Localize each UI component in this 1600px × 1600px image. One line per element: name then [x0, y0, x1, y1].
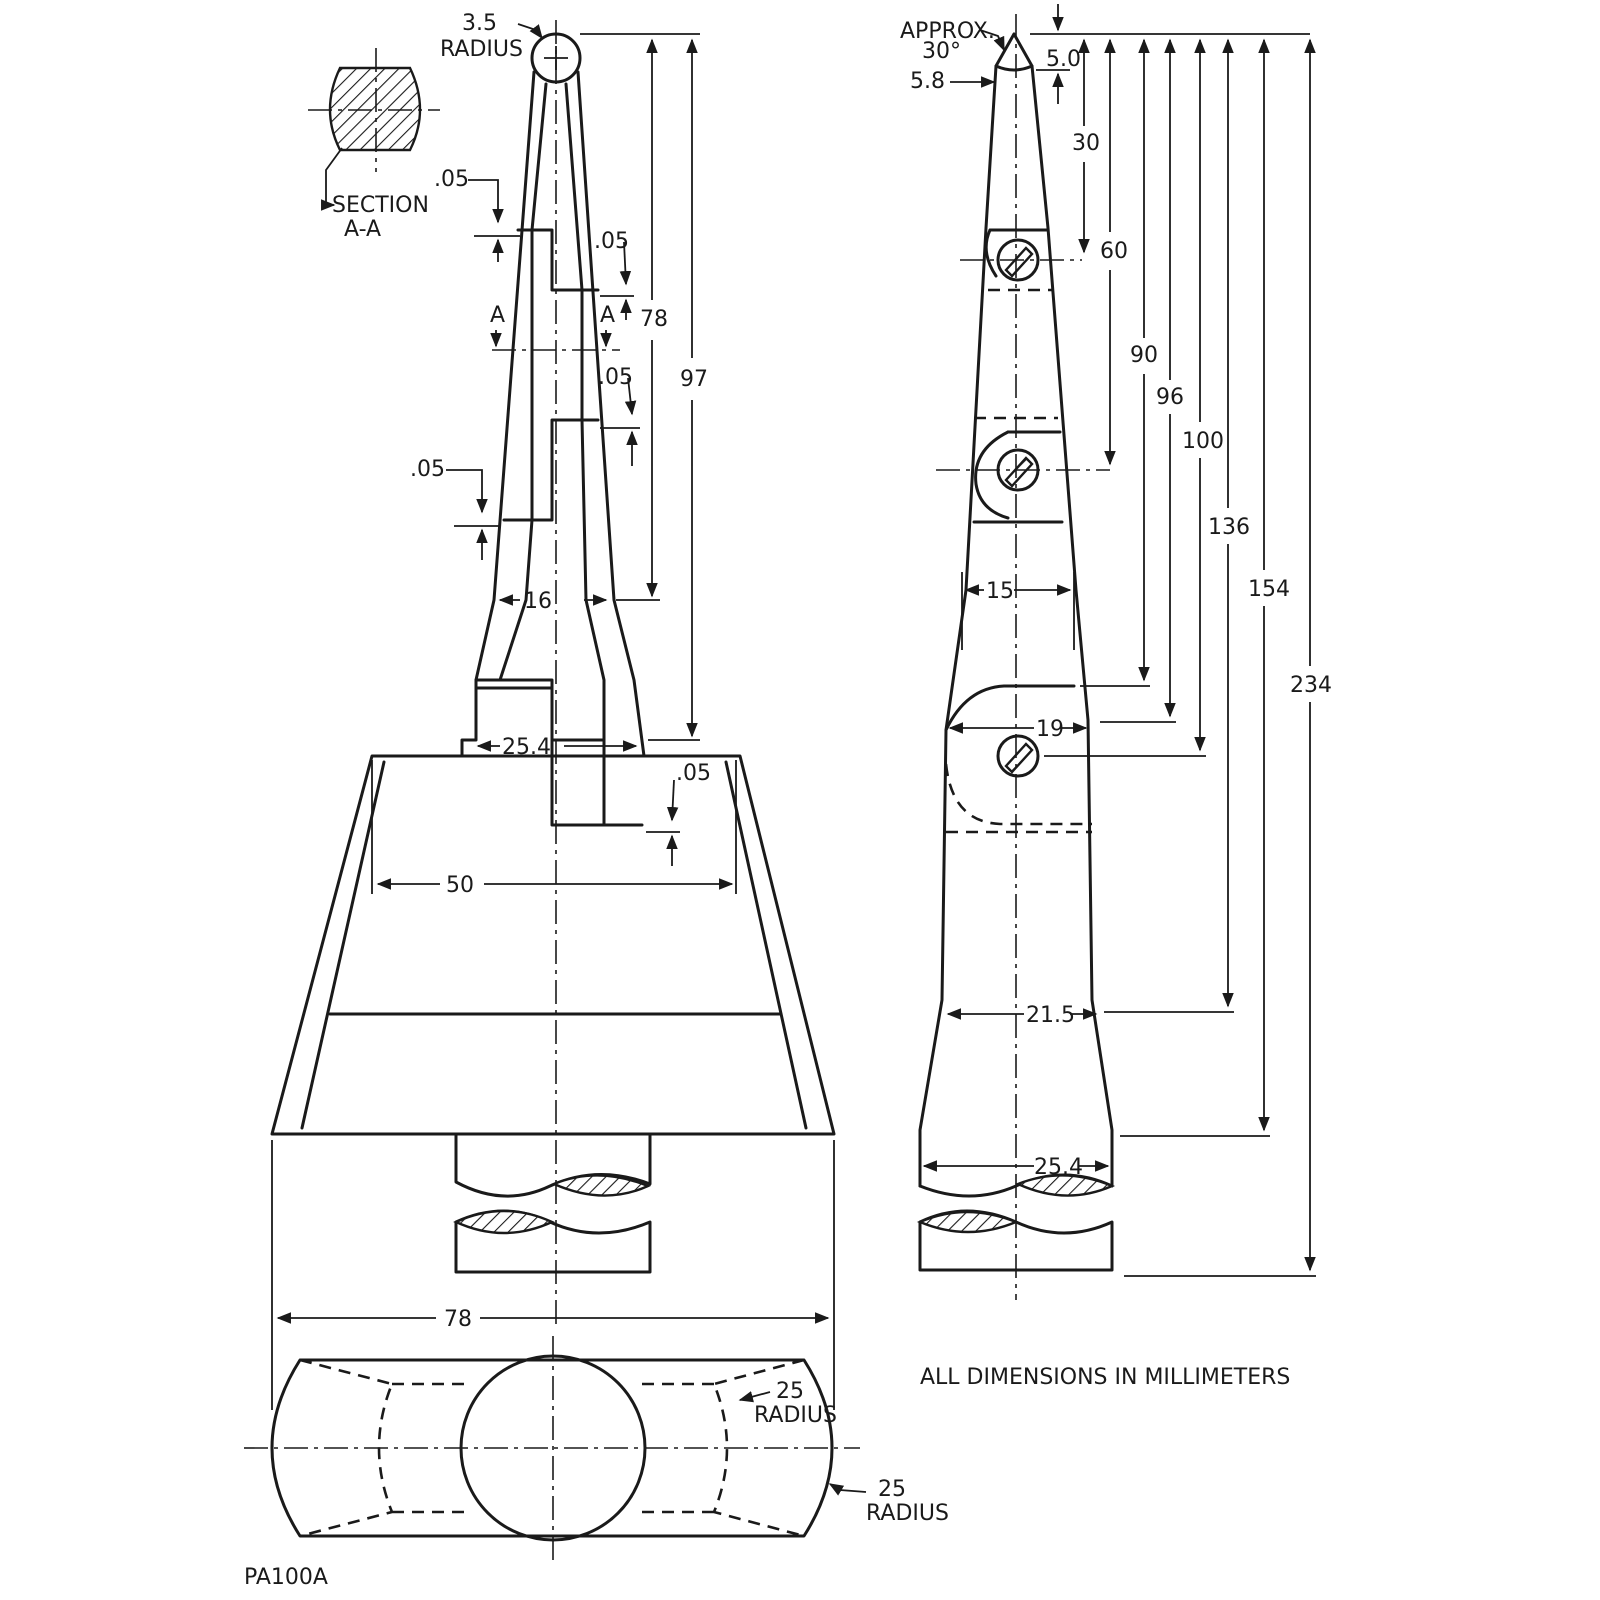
section-leader	[321, 147, 343, 211]
dim-136: 136	[1208, 515, 1250, 540]
stem-inner-right	[564, 82, 606, 827]
part-number: PA100A	[244, 1565, 328, 1590]
pivot-screw-1	[996, 238, 1040, 282]
gap-callout-5: .05	[676, 761, 711, 786]
dim-154: 154	[1248, 577, 1290, 602]
gap-callout-1: .05	[434, 167, 469, 192]
base-inner-left	[300, 760, 386, 1130]
tip-angle-value: 30°	[922, 39, 961, 64]
stem-outline	[460, 70, 646, 758]
inner-radius-value: 25	[776, 1379, 804, 1404]
inner-radius-leader	[738, 1391, 771, 1403]
bottom-outline	[270, 1358, 834, 1538]
tip-radius-value: 3.5	[462, 11, 497, 36]
bottom-hidden-right	[636, 1358, 805, 1538]
front-view: 3.5 RADIUS A A .05 .05 .	[270, 11, 836, 1410]
dim-78: 78	[640, 307, 668, 332]
gap-callout-4: .05	[410, 457, 445, 482]
section-a-a-shape	[328, 66, 422, 152]
section-label-id: A-A	[344, 217, 381, 242]
cut-marker-right: A	[600, 303, 615, 328]
cut-marker-left: A	[490, 303, 505, 328]
dim-60: 60	[1100, 239, 1128, 264]
base-inner-right	[724, 760, 808, 1130]
bottom-view: 25 RADIUS 25 RADIUS PA100A	[244, 1336, 949, 1590]
handle-break-top	[454, 1132, 652, 1198]
inner-radius-word: RADIUS	[754, 1403, 837, 1428]
base-trapezoid	[270, 754, 836, 1136]
side-outline	[918, 32, 1114, 1188]
tip-width: 5.8	[910, 69, 945, 94]
pivot-screw-3	[996, 734, 1040, 778]
tip-angle-label: APPROX.	[900, 19, 995, 44]
stem-step-3	[474, 678, 644, 827]
gap-callout-2: .05	[594, 229, 629, 254]
section-a-a: SECTION A-A	[308, 48, 440, 242]
dim-50: 50	[446, 873, 474, 898]
dim-21-5: 21.5	[1026, 1003, 1075, 1028]
dim-19: 19	[1036, 717, 1064, 742]
dim-96: 96	[1156, 385, 1184, 410]
outer-radius-word: RADIUS	[866, 1501, 949, 1526]
dim-90: 90	[1130, 343, 1158, 368]
stem-step-2	[502, 418, 600, 522]
section-label: SECTION	[332, 193, 429, 218]
dim-16: 16	[524, 589, 552, 614]
dim-97: 97	[680, 367, 708, 392]
dim-30: 30	[1072, 131, 1100, 156]
dim-234: 234	[1290, 673, 1332, 698]
gap-callout-3: .05	[598, 365, 633, 390]
stem-step-1	[516, 228, 600, 292]
tip-radius-leader	[517, 23, 543, 40]
tip-radius-word: RADIUS	[440, 37, 523, 62]
dim-100: 100	[1182, 429, 1224, 454]
dim-25-4-side: 25.4	[1034, 1155, 1083, 1180]
outer-radius-leader	[828, 1483, 867, 1496]
dim-78-bottom: 78	[444, 1307, 472, 1332]
dim-25-4-front: 25.4	[502, 735, 551, 760]
side-view: APPROX. 30° 5.8 5.0 30 60 90 96 100 136	[900, 4, 1332, 1300]
units-note: ALL DIMENSIONS IN MILLIMETERS	[920, 1365, 1290, 1390]
dim-15: 15	[986, 579, 1014, 604]
outer-radius-value: 25	[878, 1477, 906, 1502]
dim-5-0: 5.0	[1046, 47, 1081, 72]
